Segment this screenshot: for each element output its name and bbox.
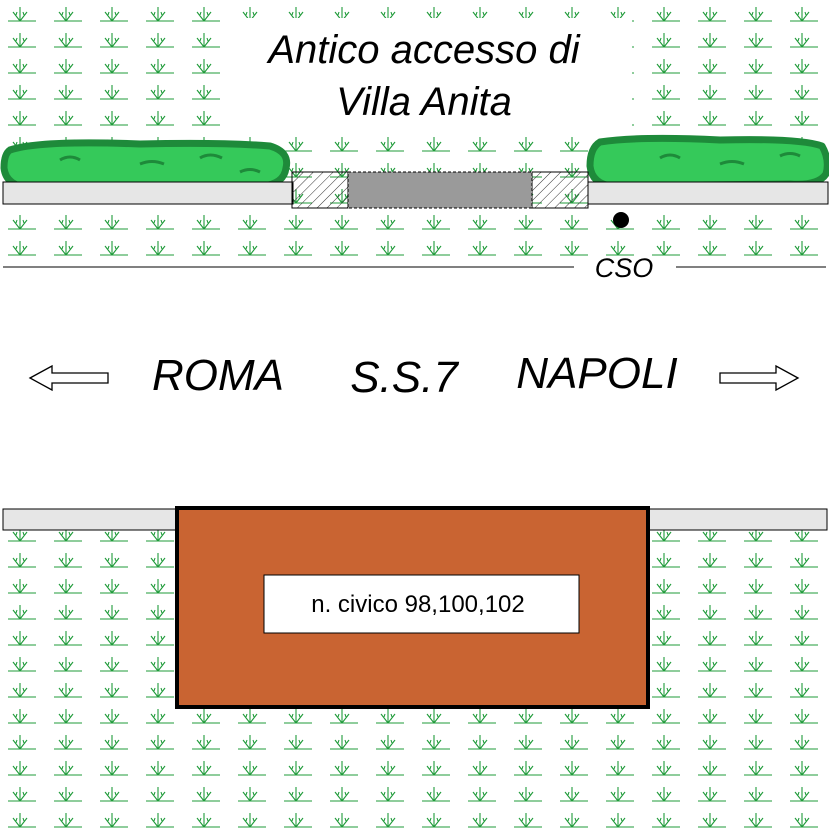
arrow-left-icon [28, 364, 109, 392]
arrow-right-icon [719, 364, 800, 392]
hedge-texture [59, 152, 801, 174]
sidewalk-top-left [2, 181, 294, 205]
title-backdrop [232, 18, 632, 130]
hedge-left [0, 139, 291, 192]
building-label-box [263, 574, 580, 634]
building-label: n. civico 98,100,102 [311, 591, 524, 618]
sidewalk-top-right [587, 181, 829, 205]
title-line-2: Villa Anita [336, 80, 512, 124]
gate-pillar-right [531, 171, 589, 209]
title-line-1: Antico accesso di [266, 28, 580, 72]
sidewalk-bottom-left [2, 508, 179, 531]
road-destination-right: NAPOLI [516, 349, 677, 398]
marker-label: CSO [595, 253, 654, 283]
road-destination-left: ROMA [152, 351, 284, 400]
point-marker-icon [613, 212, 629, 228]
road-name: S.S.7 [350, 353, 459, 402]
sidewalk-bottom-right [647, 508, 828, 531]
gate-pillar-left [291, 171, 349, 209]
gate [347, 171, 533, 209]
hedge-right [586, 134, 829, 190]
